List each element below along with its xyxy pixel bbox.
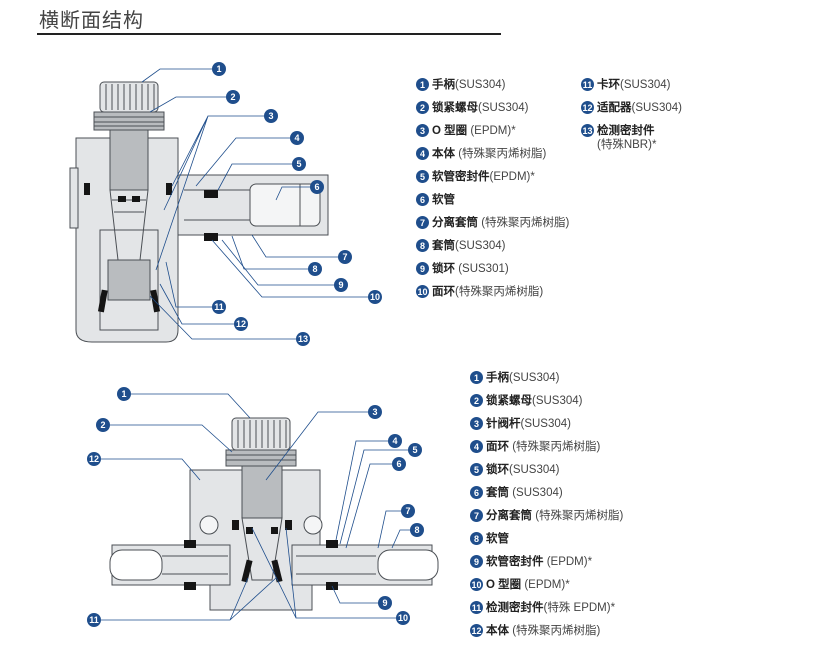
d1-legend-item-11: 11 卡环(SUS304) — [581, 78, 671, 91]
svg-text:2: 2 — [100, 420, 105, 430]
d2-legend-item-1: 1 手柄(SUS304) — [470, 371, 560, 385]
d1-legend-item-13: 13 检测密封件(特殊NBR)* — [581, 124, 657, 151]
d2-callout-10: 10 — [396, 611, 410, 625]
svg-text:8: 8 — [312, 264, 317, 274]
d2-legend-item-7: 7 分离套筒 (特殊聚丙烯树脂) — [470, 509, 623, 523]
svg-text:6: 6 — [314, 182, 319, 192]
d1-legend-item-8: 8 套筒(SUS304) — [416, 239, 506, 253]
d2-legend-item-3: 3 针阀杆(SUS304) — [470, 417, 571, 431]
svg-text:8: 8 — [414, 525, 419, 535]
d2-callout-12: 12 — [87, 452, 101, 466]
diagram2-leaders — [94, 393, 410, 621]
d2-callout-4: 4 — [388, 434, 402, 448]
d1-callout-5: 5 — [292, 157, 306, 171]
d2-callout-5: 5 — [408, 443, 422, 457]
svg-text:4: 4 — [294, 133, 299, 143]
svg-text:9: 9 — [382, 598, 387, 608]
d2-legend-item-12: 12 本体 (特殊聚丙烯树脂) — [470, 624, 601, 637]
svg-text:3: 3 — [372, 407, 377, 417]
d1-callout-4: 4 — [290, 131, 304, 145]
d1-legend-badge: 1 — [416, 78, 429, 91]
d1-callout-7: 7 — [338, 250, 352, 264]
svg-text:2: 2 — [230, 92, 235, 102]
d2-callout-8: 8 — [410, 523, 424, 537]
d1-callout-11: 11 — [212, 300, 226, 314]
d1-legend-item-1: 1 手柄(SUS304) — [416, 78, 506, 92]
svg-text:12: 12 — [89, 454, 99, 464]
d2-legend-item-4: 4 面环 (特殊聚丙烯树脂) — [470, 440, 600, 454]
d1-callout-1: 1 — [212, 62, 226, 76]
svg-text:1: 1 — [121, 389, 126, 399]
d1-callout-6: 6 — [310, 180, 324, 194]
svg-text:7: 7 — [405, 506, 410, 516]
svg-text:11: 11 — [89, 615, 99, 625]
d1-callout-8: 8 — [308, 262, 322, 276]
svg-text:7: 7 — [342, 252, 347, 262]
diagram1-leaders — [141, 68, 368, 340]
d2-legend-item-2: 2 锁紧螺母(SUS304) — [470, 394, 583, 408]
title-underline — [37, 33, 501, 35]
d1-legend-item-7: 7 分离套筒 (特殊聚丙烯树脂) — [416, 216, 569, 230]
d1-legend-item-12: 12 适配器(SUS304) — [581, 101, 682, 114]
d1-callout-2: 2 — [226, 90, 240, 104]
svg-text:11: 11 — [214, 302, 224, 312]
d1-callout-10: 10 — [368, 290, 382, 304]
diagram2-drawing — [109, 417, 439, 611]
diagram2-callouts: 1 2 3 4 5 6 7 8 9 10 11 12 — [87, 387, 424, 627]
d1-callout-13: 13 — [296, 332, 310, 346]
d2-callout-6: 6 — [392, 457, 406, 471]
svg-text:6: 6 — [396, 459, 401, 469]
svg-text:3: 3 — [268, 111, 273, 121]
d2-callout-1: 1 — [117, 387, 131, 401]
d1-legend-item-4: 4 本体 (特殊聚丙烯树脂) — [416, 147, 546, 161]
d2-callout-2: 2 — [96, 418, 110, 432]
d1-legend-item-2: 2 锁紧螺母(SUS304) — [416, 101, 529, 115]
d2-callout-3: 3 — [368, 405, 382, 419]
svg-text:9: 9 — [338, 280, 343, 290]
svg-text:12: 12 — [236, 319, 246, 329]
d2-callout-9: 9 — [378, 596, 392, 610]
diagram1-callouts: 1 2 3 4 5 6 7 8 9 10 11 12 13 — [212, 62, 382, 346]
d2-legend-item-5: 5 锁环(SUS304) — [470, 463, 560, 477]
d1-callout-9: 9 — [334, 278, 348, 292]
d1-legend-item-5: 5 软管密封件(EPDM)* — [416, 170, 535, 184]
d2-legend-item-10: 10 O 型圈 (EPDM)* — [470, 578, 570, 591]
d2-callout-11: 11 — [87, 613, 101, 627]
svg-text:4: 4 — [392, 436, 397, 446]
page-title: 横断面结构 — [39, 10, 144, 32]
d2-legend-item-6: 6 套筒 (SUS304) — [470, 486, 563, 500]
d1-legend-item-3: 3 O 型圈 (EPDM)* — [416, 124, 516, 138]
svg-text:1: 1 — [216, 64, 221, 74]
d2-callout-7: 7 — [401, 504, 415, 518]
svg-text:5: 5 — [412, 445, 417, 455]
d1-legend-item-6: 6 软管 — [416, 193, 455, 207]
svg-text:5: 5 — [296, 159, 301, 169]
d1-legend-item-10: 10 面环(特殊聚丙烯树脂) — [416, 285, 544, 298]
svg-text:10: 10 — [398, 613, 408, 623]
d1-callout-3: 3 — [264, 109, 278, 123]
d2-legend-item-8: 8 软管 — [470, 532, 509, 546]
svg-text:13: 13 — [298, 334, 308, 344]
diagram1-drawing — [69, 81, 329, 343]
svg-text:10: 10 — [370, 292, 380, 302]
d2-legend-item-11: 11 检测密封件(特殊 EPDM)* — [470, 601, 616, 614]
d1-callout-12: 12 — [234, 317, 248, 331]
d1-legend-item-9: 9 锁环 (SUS301) — [416, 262, 509, 276]
d2-legend-item-9: 9 软管密封件 (EPDM)* — [470, 555, 592, 569]
